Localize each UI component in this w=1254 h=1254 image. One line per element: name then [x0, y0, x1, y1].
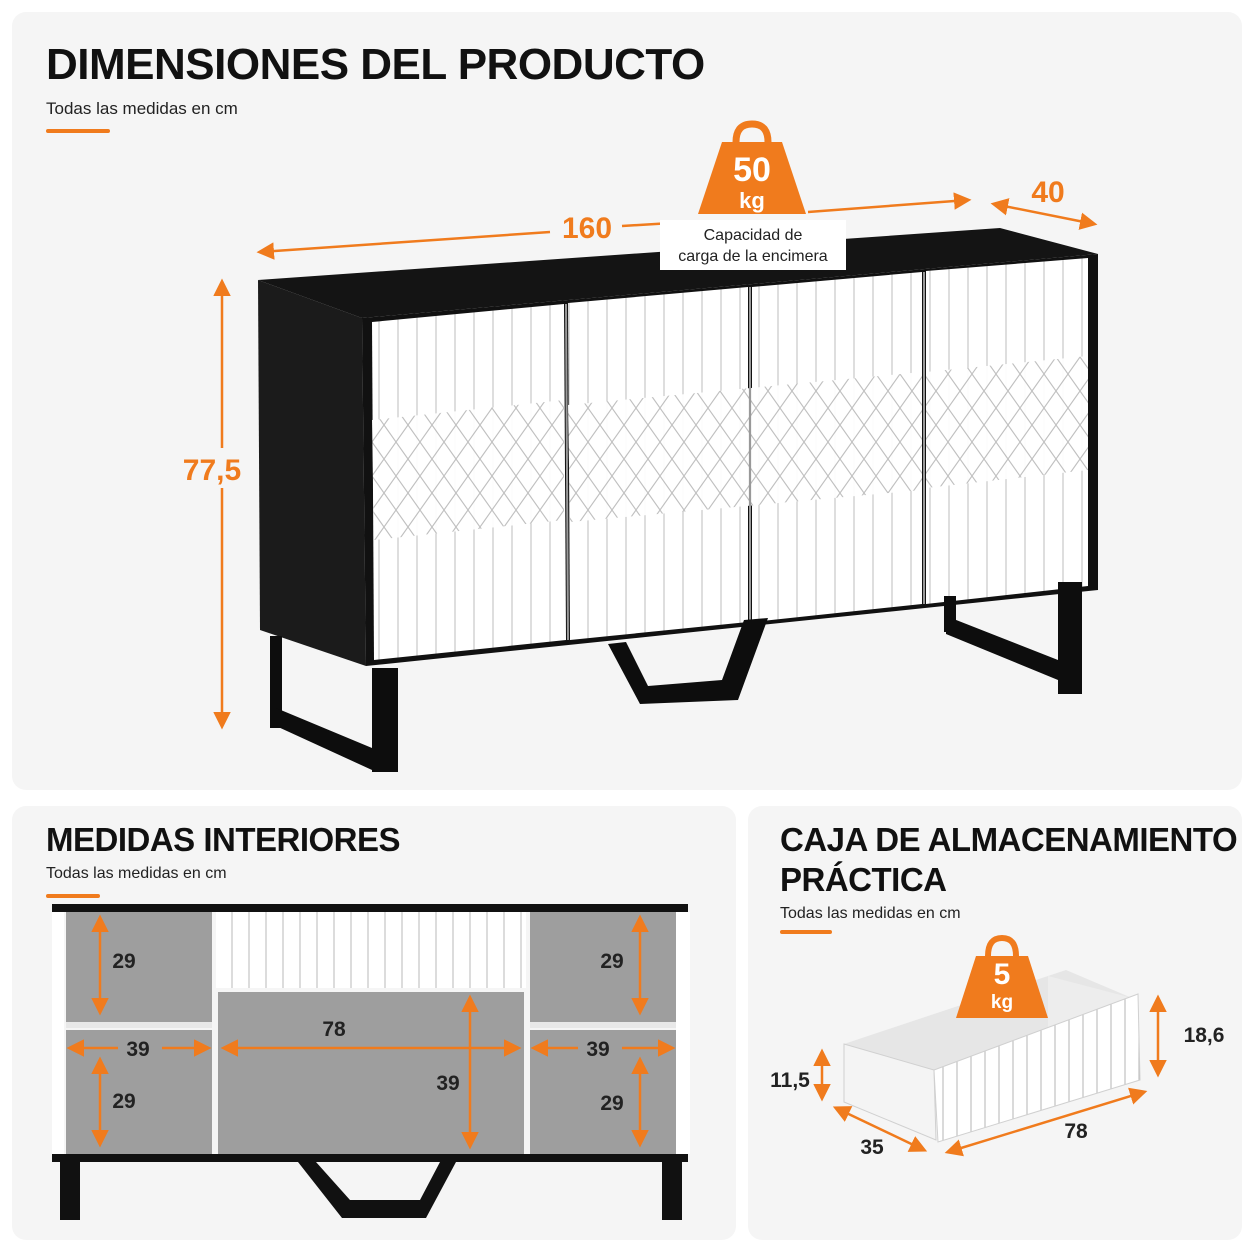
drawer-title-2: PRÁCTICA — [780, 861, 947, 898]
drawer-title-1: CAJA DE ALMACENAMIENTO — [780, 821, 1238, 858]
center-height: 39 — [436, 1072, 459, 1095]
left-width: 39 — [126, 1038, 149, 1061]
product-title: DIMENSIONES DEL PRODUCTO — [46, 40, 705, 89]
weight-icon — [698, 120, 806, 214]
leg-right — [944, 582, 1082, 694]
depth-arrow — [990, 198, 1098, 230]
sideboard-illustration: 160 40 77,5 50 kg Capacidad de carga de … — [182, 120, 1098, 772]
interior-title: MEDIDAS INTERIORES — [46, 821, 401, 858]
side-height: 11,5 — [770, 1069, 810, 1092]
drawer-subtitle: Todas las medidas en cm — [780, 905, 961, 922]
width-arrow — [256, 230, 551, 260]
leg-center — [608, 618, 768, 704]
interior-illustration: 29 39 29 78 39 29 39 29 — [52, 904, 690, 1220]
drawer-illustration: 5 kg 18,6 11,5 35 78 — [770, 934, 1225, 1159]
drawer-load-unit: kg — [991, 992, 1013, 1013]
interior-subtitle: Todas las medidas en cm — [46, 865, 227, 882]
right-width: 39 — [586, 1038, 609, 1061]
drawer-depth: 35 — [860, 1136, 884, 1159]
left-bottom-height: 29 — [112, 1090, 135, 1113]
interior-underline — [46, 894, 100, 898]
height-label: 77,5 — [183, 454, 241, 487]
product-underline — [46, 129, 110, 133]
drawer-load-value: 5 — [994, 958, 1011, 991]
compartment-left-top — [66, 912, 212, 1024]
width-label: 160 — [562, 212, 612, 245]
product-subtitle: Todas las medidas en cm — [46, 99, 238, 118]
weight-icon-small — [956, 934, 1048, 1018]
right-bottom-height: 29 — [600, 1092, 623, 1115]
sideboard-side — [258, 280, 366, 666]
load-unit: kg — [739, 188, 765, 213]
front-height: 18,6 — [1184, 1024, 1225, 1047]
leg-left — [270, 636, 398, 772]
depth-label: 40 — [1031, 176, 1064, 209]
compartment-center — [218, 992, 524, 1154]
drawer-front — [216, 912, 526, 988]
load-caption-1: Capacidad de — [704, 227, 803, 244]
sideboard-top — [258, 228, 1098, 318]
load-value: 50 — [733, 151, 771, 189]
load-caption-2: carga de la encimera — [678, 248, 828, 265]
left-top-height: 29 — [112, 950, 135, 973]
compartment-right-top — [530, 912, 676, 1024]
center-width: 78 — [322, 1018, 346, 1041]
drawer-underline — [780, 930, 832, 934]
right-top-height: 29 — [600, 950, 623, 973]
drawer-length: 78 — [1064, 1120, 1088, 1143]
